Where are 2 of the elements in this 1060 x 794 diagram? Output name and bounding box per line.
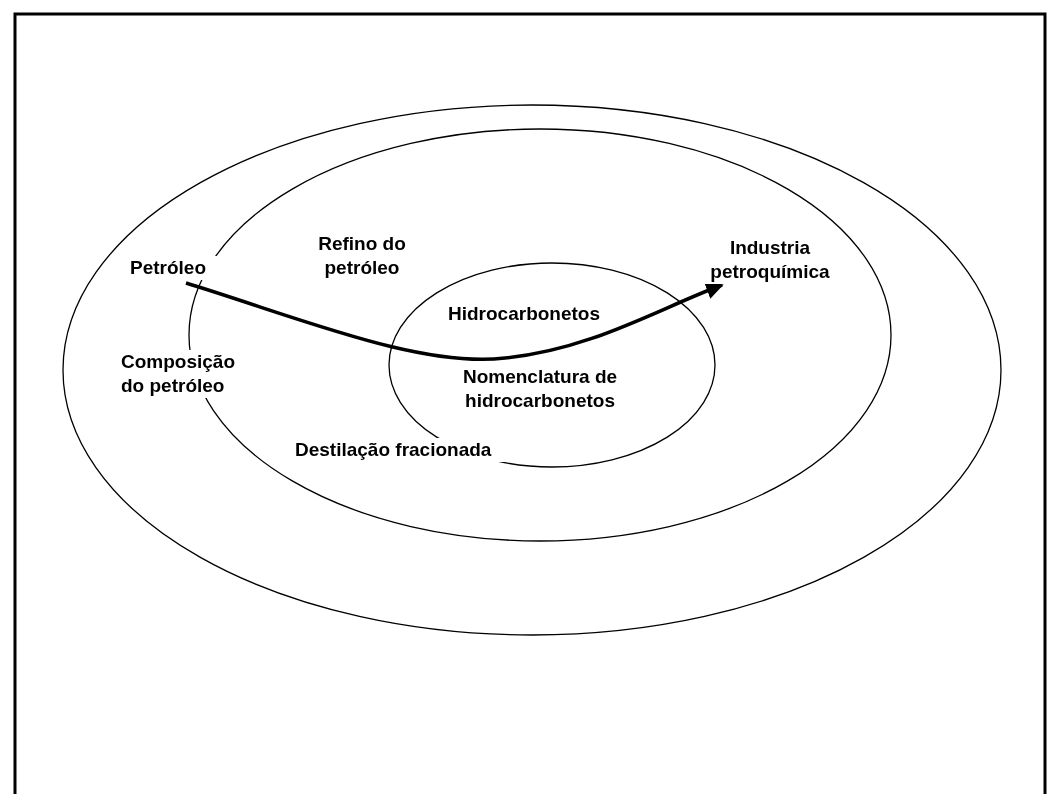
arrow xyxy=(185,281,724,361)
topic-label: Destilação fracionada xyxy=(295,438,507,462)
